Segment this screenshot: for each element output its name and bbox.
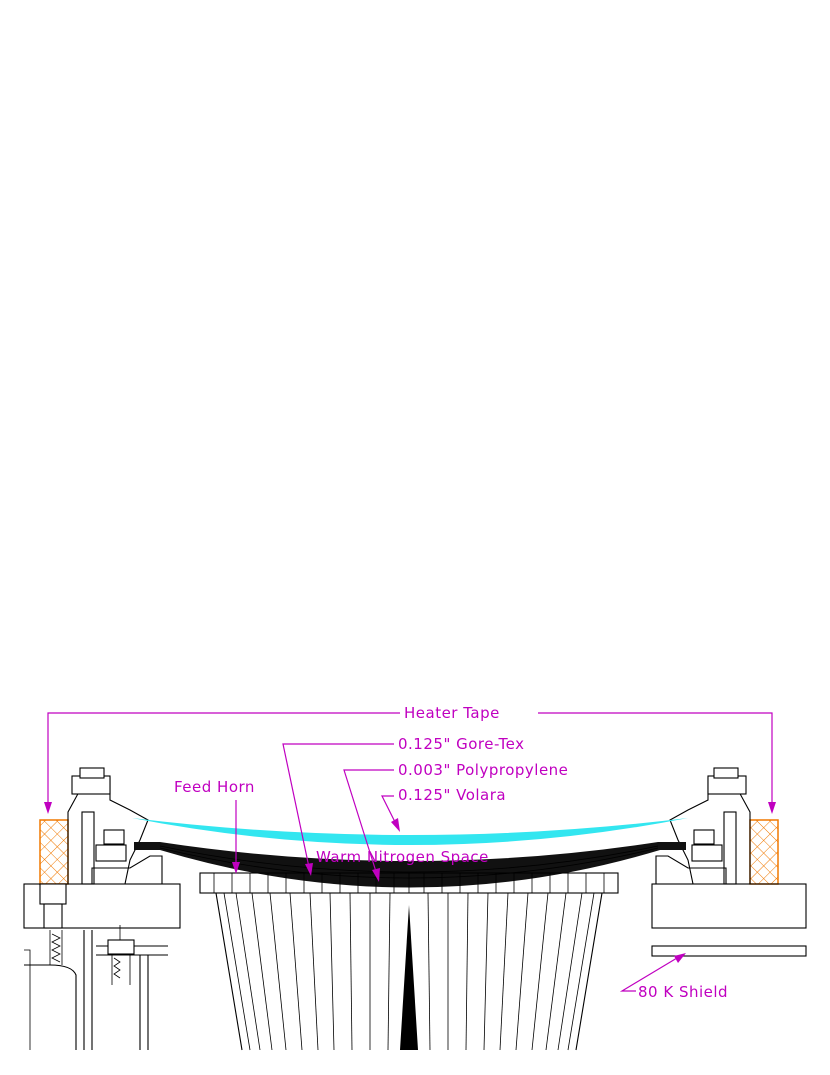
gore-tex-label: 0.125" Gore-Tex [398, 735, 524, 753]
polypropylene-leader [343, 769, 394, 882]
right-base-structure [651, 883, 807, 929]
shield-leader [619, 953, 686, 992]
polypropylene-label: 0.003" Polypropylene [398, 761, 568, 779]
volara-label: 0.125" Volara [398, 786, 506, 804]
gore-tex-layer-lines [159, 845, 659, 879]
heater-tape-right [749, 819, 779, 885]
feed-horn-label: Feed Horn [174, 778, 255, 796]
volara-leader [381, 795, 400, 832]
warm-nitrogen-space-label: Warm Nitrogen Space [316, 848, 489, 866]
heater-tape-left [39, 819, 69, 885]
feed-horn-body [215, 892, 603, 1051]
feed-horn-flange [199, 872, 619, 894]
volara-layer [132, 818, 688, 845]
heater-tape-label: Heater Tape [404, 704, 500, 722]
right-clamp-flange [655, 767, 751, 885]
shield-label: 80 K Shield [638, 983, 728, 1001]
shield-plate [651, 945, 807, 957]
gore-tex-layer [134, 842, 686, 888]
heater-tape-leader [44, 712, 776, 814]
gore-tex-leader [282, 743, 394, 876]
left-base-structure [23, 883, 181, 1050]
feed-horn-leader [232, 800, 240, 874]
